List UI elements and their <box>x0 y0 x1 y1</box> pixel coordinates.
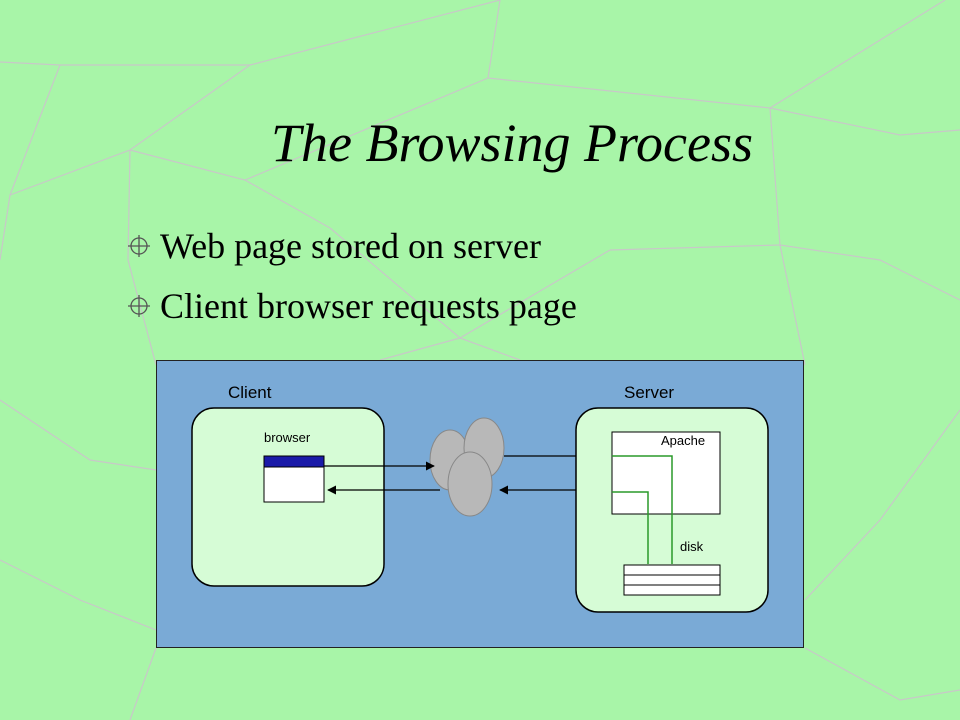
bullet-text: Client browser requests page <box>160 286 577 326</box>
bullet-item: Client browser requests page <box>126 276 577 336</box>
server-label: Server <box>624 383 674 402</box>
client-label: Client <box>228 383 272 402</box>
network-cloud-icon <box>429 417 505 517</box>
apache-box <box>611 431 721 515</box>
disk-link-inner <box>612 455 673 564</box>
bullet-list: Web page stored on server Client browser… <box>126 216 577 336</box>
crosshair-bullet-icon <box>128 235 150 257</box>
disk-link-outer <box>612 491 649 564</box>
bullet-item: Web page stored on server <box>126 216 577 276</box>
bullet-text: Web page stored on server <box>160 226 541 266</box>
client-server-diagram: Client browser Server Apache disk <box>156 360 804 648</box>
apache-label: Apache <box>661 433 705 448</box>
disk-label: disk <box>680 539 704 554</box>
crosshair-bullet-icon <box>128 295 150 317</box>
slide-title: The Browsing Process <box>271 113 753 173</box>
disk-stack-icon <box>623 564 721 596</box>
browser-label: browser <box>264 430 311 445</box>
browser-titlebar <box>263 455 325 468</box>
